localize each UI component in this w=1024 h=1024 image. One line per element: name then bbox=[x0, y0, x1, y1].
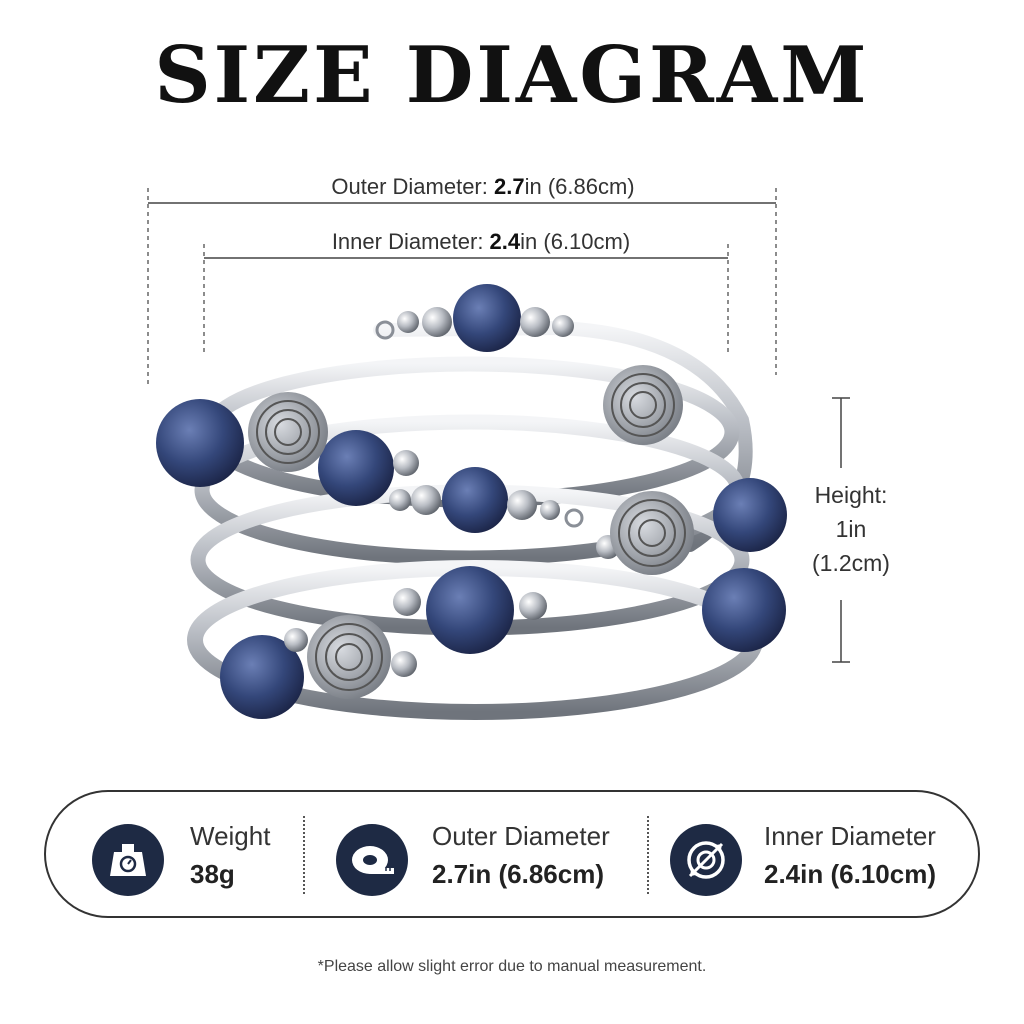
inner-diameter-suffix: in (6.10cm) bbox=[520, 229, 631, 254]
inner-diameter-value: 2.4 bbox=[489, 229, 521, 254]
spec-outer-diameter-value: 2.7in (6.86cm) bbox=[432, 859, 604, 889]
outer-diameter-label: Outer Diameter: 2.7in (6.86cm) bbox=[331, 174, 634, 200]
bracelet-image bbox=[156, 284, 787, 720]
height-label: Height: 1in (1.2cm) bbox=[806, 478, 896, 580]
spec-bar: Weight 38g Outer Diameter 2.7in (6.86cm) bbox=[44, 790, 980, 918]
spec-inner-diameter: Inner Diameter 2.4in (6.10cm) bbox=[670, 792, 970, 916]
inner-diameter-label: Inner Diameter: 2.4in (6.10cm) bbox=[332, 229, 630, 255]
spec-divider bbox=[303, 816, 305, 894]
target-ring-icon bbox=[670, 824, 742, 896]
height-label-inches: 1in bbox=[835, 516, 867, 542]
outer-diameter-suffix: in (6.86cm) bbox=[524, 174, 635, 199]
spec-weight-label: Weight bbox=[190, 821, 271, 851]
spec-inner-diameter-value: 2.4in (6.10cm) bbox=[764, 859, 936, 889]
spec-weight: Weight 38g bbox=[92, 792, 312, 916]
page-title: SIZE DIAGRAM bbox=[154, 30, 870, 121]
inner-diameter-guide bbox=[203, 244, 729, 352]
spec-divider bbox=[647, 816, 649, 894]
inner-diameter-prefix: Inner Diameter: bbox=[331, 229, 490, 254]
spec-weight-value: 38g bbox=[190, 859, 235, 889]
height-label-cm: (1.2cm) bbox=[812, 550, 890, 576]
spec-outer-diameter-label: Outer Diameter bbox=[432, 821, 610, 851]
height-label-title: Height: bbox=[814, 482, 888, 508]
tape-measure-icon bbox=[336, 824, 408, 896]
measurement-note: *Please allow slight error due to manual… bbox=[317, 958, 707, 975]
outer-diameter-guide bbox=[147, 188, 777, 385]
spec-inner-diameter-label: Inner Diameter bbox=[764, 821, 936, 851]
spec-outer-diameter: Outer Diameter 2.7in (6.86cm) bbox=[336, 792, 636, 916]
height-guide bbox=[832, 397, 850, 663]
scale-icon bbox=[92, 824, 164, 896]
outer-diameter-prefix: Outer Diameter: bbox=[331, 174, 494, 199]
outer-diameter-value: 2.7 bbox=[493, 174, 525, 199]
